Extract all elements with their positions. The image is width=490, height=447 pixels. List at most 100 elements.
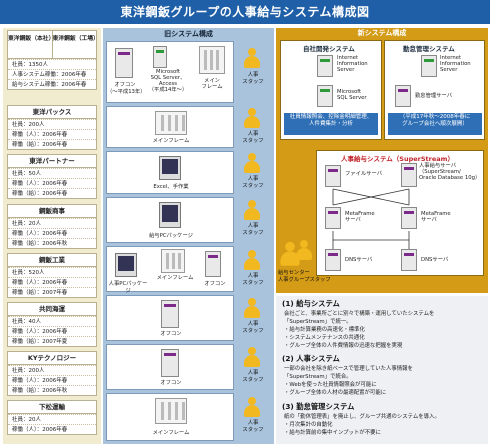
server-label: Information (337, 61, 368, 67)
person-icon (244, 153, 260, 175)
desc-line: ・給与計算業務の高速化・標準化 (284, 327, 365, 333)
office-computer-icon (161, 300, 179, 328)
staff-label: スタッフ (242, 280, 264, 286)
server-label: DNSサーバ (345, 257, 373, 263)
desc-line: ・Webを使った社員情報照会が可能に (284, 382, 377, 388)
staff-label: スタッフ (242, 377, 264, 383)
server-label: 人事PCパッケージ (108, 281, 148, 294)
company-name: 鋼鈑工業 (8, 254, 96, 267)
desc-line: ・システムメンテナンスの共通化 (284, 335, 365, 341)
staff-label: 人事 (247, 223, 259, 229)
rollout-text: グループ会社へ順次展開） (402, 121, 468, 127)
company-row: 社員：50人 (8, 168, 96, 178)
company-row: 稼働（人）：2006年春 (8, 129, 96, 139)
office-computer-icon (205, 251, 221, 277)
mainframe-icon (199, 46, 225, 74)
server-label: フレーム (201, 84, 223, 90)
metaframe-server-icon (401, 207, 417, 229)
server-label: ファイルサーバ (345, 171, 383, 177)
company-row: 稼働（給）：2007年夏 (8, 336, 96, 346)
company-row: 稼働（人）：2006年春 (8, 424, 96, 434)
server-label: Internet (337, 55, 359, 61)
pc-icon (159, 156, 181, 180)
office-computer-icon (115, 48, 133, 78)
server-label: サーバ (421, 217, 437, 223)
desc-heading-hr: (2) 人事システム (282, 354, 340, 363)
desc-line: ・月次集計の自動化 (284, 422, 333, 428)
company-name: KYテクノロジー (8, 352, 96, 365)
server-label: 人事給与サーバ (419, 163, 457, 169)
in-house-system-functions: 社員情報照会、控除金明細管理、 人件費集計・分析 (284, 113, 378, 135)
staff-label: 人事 (247, 72, 259, 78)
in-house-system-title: 自社開発システム (303, 45, 355, 53)
person-icon (280, 241, 300, 268)
staff-label: スタッフ (242, 328, 264, 334)
staff-label: 人事 (247, 131, 259, 137)
attendance-rollout-note: （平成17年秋～2008年春に グループ会社へ順次展開） (388, 113, 482, 135)
mainframe-icon (155, 111, 187, 135)
old-panel-kaiun: オフコン (106, 295, 234, 341)
dns-server-icon (325, 249, 341, 271)
desc-line: 「SuperStream」で統一。 (284, 319, 352, 325)
server-label: （～平成13年） (107, 89, 146, 95)
person-icon (244, 397, 260, 419)
server-label: メイン (204, 78, 220, 84)
desc-line: ・給与計算前の集中インプットが不要に (284, 430, 381, 436)
person-icon (244, 200, 260, 222)
server-label: Oracle Database 10g） (419, 175, 481, 181)
person-icon (296, 240, 312, 262)
attendance-system-box: 勤怠管理システム Internet Information Server 勤怠管… (384, 40, 485, 140)
company-list-panel: 東洋鋼鈑（本社） 東洋鋼鈑（工場） 社員：1350人 人事システム稼働：2006… (3, 28, 101, 444)
old-system-title: 旧システム構成 (164, 30, 213, 38)
server-label: （SuperStream/ (419, 169, 461, 175)
desc-line: 会社ごと、事業所ごとに別々で構築・運用していたシステムを (284, 311, 435, 317)
server-label: （平成14年～） (148, 87, 188, 93)
pc-icon (159, 202, 181, 228)
staff-label: スタッフ (242, 79, 264, 85)
dns-server-icon (401, 249, 417, 271)
person-icon (244, 347, 260, 369)
server-label: Server (337, 67, 355, 73)
company-row: 社員：20人 (8, 414, 96, 424)
company-row: 社員：20人 (8, 218, 96, 228)
server-label: MetaFrame (345, 211, 375, 217)
company-card: 下松運輸 社員：20人 稼働（人）：2006年春 (7, 400, 97, 435)
company-row: 社員：200人 (8, 365, 96, 375)
company-row: 給与システム稼働：2006年春 (8, 79, 96, 89)
file-server-icon (325, 165, 341, 187)
old-panel-unyu: メインフレーム (106, 393, 234, 441)
person-icon (244, 298, 260, 320)
company-row: 社員：200人 (8, 119, 96, 129)
mainframe-icon (155, 398, 187, 424)
sql-server-icon (153, 46, 167, 68)
staff-label: 人事 (247, 273, 259, 279)
staff-label: 人事 (247, 420, 259, 426)
company-row: 社員：40人 (8, 316, 96, 326)
server-label: オフコン (160, 331, 182, 337)
old-panel-kogyo: 人事PCパッケージ メインフレーム オフコン (106, 246, 234, 294)
staff-label: スタッフ (242, 427, 264, 433)
company-row: 稼働（給）：2006年秋 (8, 385, 96, 395)
staff-label: スタッフ (242, 230, 264, 236)
company-card: 東洋パートナー 社員：50人 稼働（人）：2006年春 稼働（給）：2006年春 (7, 154, 97, 199)
server-label: メインフレーム (152, 138, 190, 144)
person-icon (244, 250, 260, 272)
desc-line: ・グループ全体の人材の最適配置が可能に (284, 390, 387, 396)
old-panel-partner: Excel、手作業 (106, 151, 234, 194)
staff-label: 人事 (247, 321, 259, 327)
iis-server-icon (421, 55, 437, 77)
desc-line: 「SuperStream」で統合。 (284, 374, 352, 380)
company-row: 稼働（給）：2007年春 (8, 287, 96, 297)
server-label: DNSサーバ (421, 257, 449, 263)
company-row: 社員：1350人 (8, 59, 96, 69)
attendance-system-title: 勤怠管理システム (403, 45, 455, 53)
company-name-honsha: 東洋鋼鈑（本社） (8, 31, 54, 58)
server-label: Internet (440, 55, 462, 61)
function-text: 人件費集計・分析 (308, 121, 353, 127)
company-name: 共同海運 (8, 303, 96, 316)
desc-line: 紙の「勤休管理表」を廃止し、グループ共通のシステムを導入。 (284, 414, 440, 420)
server-label: Microsoft (155, 69, 181, 75)
new-system-title: 新システム構成 (357, 29, 407, 37)
company-row: 稼働（人）：2006年春 (8, 375, 96, 385)
server-label: オフコン (204, 281, 226, 287)
